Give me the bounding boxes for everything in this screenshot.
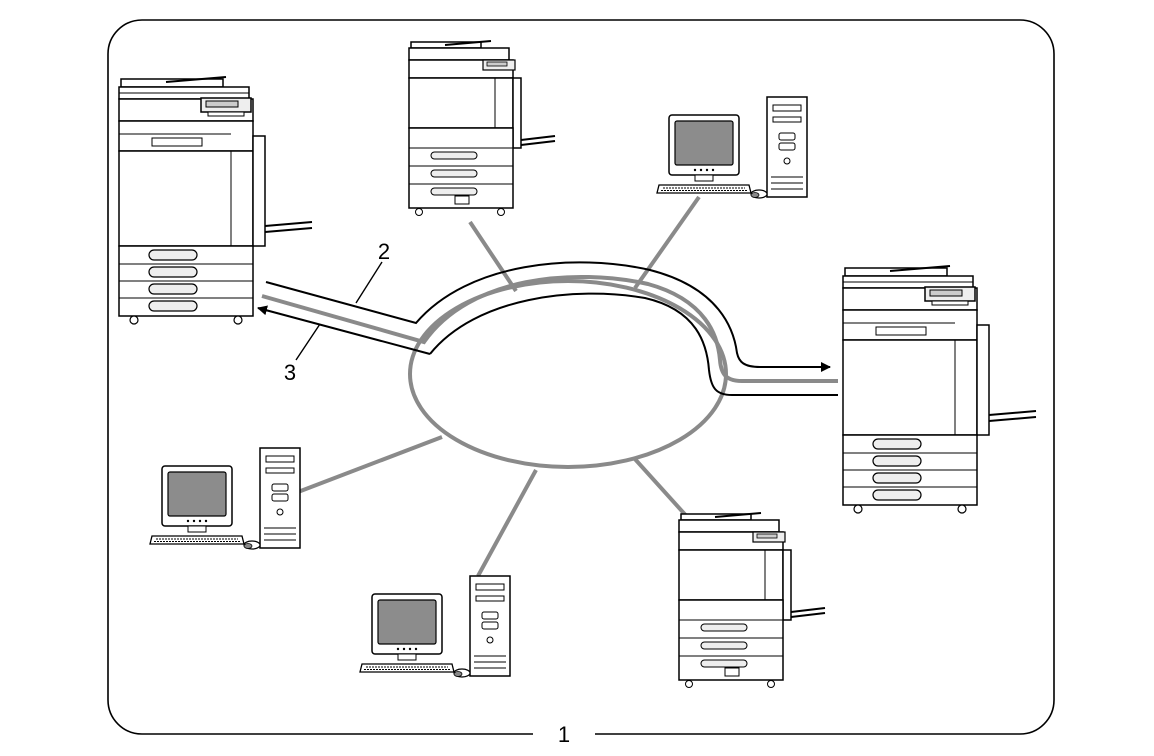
pc-left xyxy=(149,447,301,550)
callout-3-leader xyxy=(295,323,321,361)
network-spokes xyxy=(297,195,701,577)
receive-path-arrow xyxy=(257,305,431,355)
mfp-top xyxy=(408,40,556,217)
data-channel xyxy=(261,274,838,383)
spoke-mfp-bottom-right xyxy=(632,456,692,522)
callout-2-leader xyxy=(355,261,383,304)
send-path-line xyxy=(265,261,831,372)
pc-top-right xyxy=(656,96,808,199)
mfp-bottom-right xyxy=(678,512,826,689)
label-background xyxy=(533,722,595,746)
pc-bottom xyxy=(359,575,511,678)
spoke-pc-bottom xyxy=(476,469,538,577)
spoke-pc-left xyxy=(297,435,443,494)
callout-send-label: 2 xyxy=(378,239,390,264)
callout-network-label: 1 xyxy=(558,722,570,747)
mfp-large-right xyxy=(842,265,1037,514)
receive-path-line xyxy=(429,292,838,396)
callout-receive-label: 3 xyxy=(284,360,296,385)
spoke-pc-top-right xyxy=(633,195,701,290)
spoke-mfp-top xyxy=(468,220,518,293)
